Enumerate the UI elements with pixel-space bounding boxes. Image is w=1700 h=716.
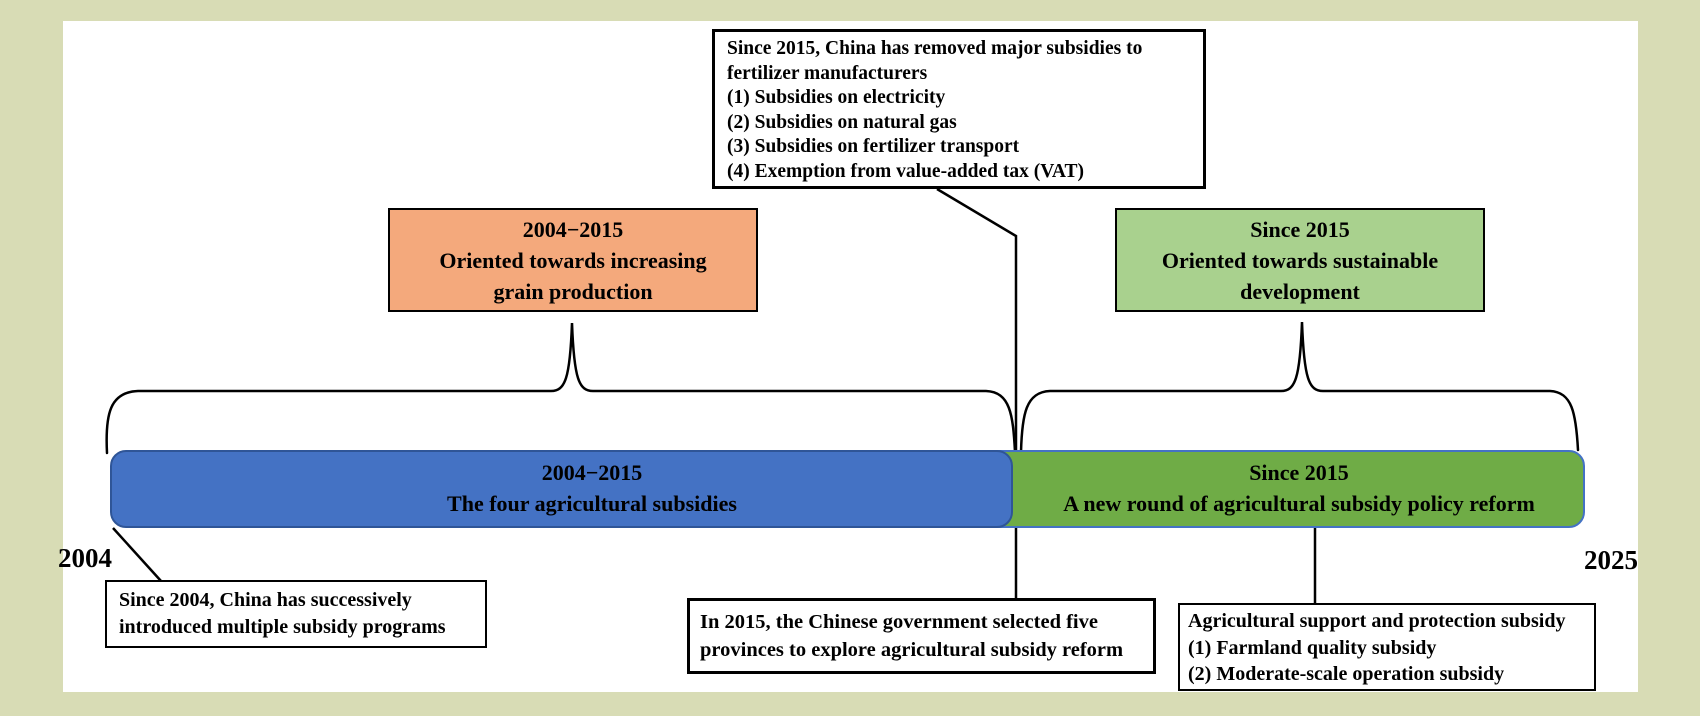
bar-title: The four agricultural subsidies (447, 491, 737, 516)
callout-text-line: (2) Moderate-scale operation subsidy (1188, 663, 1505, 685)
era-text-line: grain production (493, 279, 653, 304)
left-brace (105, 322, 1017, 455)
fertilizer-subsidy-removal-callout: Since 2015, China has removed major subs… (712, 29, 1206, 189)
five-provinces-callout: In 2015, the Chinese government selected… (687, 598, 1156, 674)
callout-text-line: Agricultural support and protection subs… (1188, 610, 1566, 632)
era-box-sustainable-development: Since 2015 Oriented towards sustainable … (1115, 208, 1485, 312)
callout-text-line: Since 2004, China has successively (119, 589, 412, 611)
bar-period-label: 2004−2015 (541, 460, 643, 485)
bar-period-label: Since 2015 (1249, 460, 1349, 485)
callout-text-line: In 2015, the Chinese government selected… (700, 611, 1098, 633)
callout-text-line: (1) Subsidies on electricity (727, 87, 946, 108)
right-brace (1019, 321, 1580, 454)
callout-text-line: (4) Exemption from value-added tax (VAT) (727, 160, 1084, 182)
era-text-line: Oriented towards sustainable (1161, 248, 1439, 273)
timeline-bar-2004-2015 (110, 450, 1013, 528)
callout-text-line: introduced multiple subsidy programs (119, 616, 446, 638)
era-box-grain-production: 2004−2015 Oriented towards increasing gr… (388, 208, 758, 312)
callout-text-line: (1) Farmland quality subsidy (1188, 636, 1437, 659)
top-callout-connector-line (936, 187, 1018, 599)
callout-text-line: (3) Subsidies on fertilizer transport (727, 136, 1020, 157)
timeline-start-year: 2004 (58, 543, 112, 573)
bar-title: A new round of agricultural subsidy poli… (1063, 491, 1535, 516)
timeline-end-year: 2025 (1584, 545, 1638, 575)
era-text-line: development (1240, 279, 1360, 304)
timeline-bar-since-2015 (945, 450, 1585, 528)
callout-text-line: fertilizer manufacturers (727, 62, 928, 84)
timeline-bar-2004-2015-label: 2004−2015 The four agricultural subsidie… (110, 457, 1074, 519)
callout-text-line: Since 2015, China has removed major subs… (727, 38, 1143, 59)
timeline-bar-since-2015-label: Since 2015 A new round of agricultural s… (1013, 457, 1585, 519)
subsidy-programs-callout: Since 2004, China has successively intro… (105, 580, 487, 648)
era-period-label: 2004−2015 (522, 217, 624, 242)
era-text-line: Oriented towards increasing (439, 248, 707, 273)
callout-text-line: (2) Subsidies on natural gas (727, 111, 957, 133)
left-callout-connector-line (112, 527, 162, 582)
callout-text-line: provinces to explore agricultural subsid… (700, 639, 1124, 661)
era-period-label: Since 2015 (1250, 217, 1350, 242)
support-protection-subsidy-callout: Agricultural support and protection subs… (1178, 603, 1596, 691)
